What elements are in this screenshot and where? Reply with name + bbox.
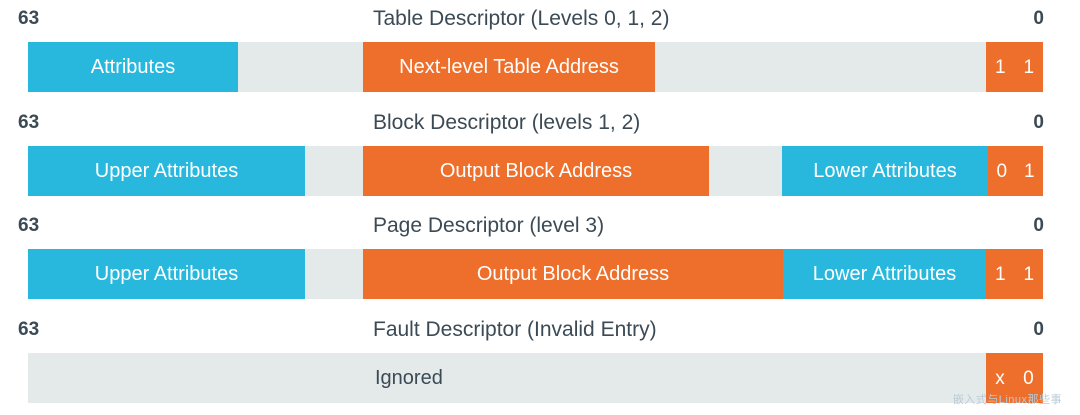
bit-values: 1 1: [986, 249, 1043, 299]
row-header: 63 Block Descriptor (levels 1, 2) 0: [0, 108, 1080, 138]
bitfield-track: Ignored x 0: [28, 353, 1043, 403]
field-label: Attributes: [90, 56, 176, 78]
bit-value: 1: [994, 263, 1006, 285]
field-label: Output Block Address: [476, 263, 670, 285]
bitfield-track: Upper Attributes Output Block Address Lo…: [28, 146, 1043, 196]
field-upper-attributes: Upper Attributes: [28, 146, 305, 196]
field-next-level-table-address: Next-level Table Address: [363, 42, 655, 92]
field-attributes: Attributes: [28, 42, 238, 92]
field-upper-attributes: Upper Attributes: [28, 249, 305, 299]
bit-index-high: 63: [18, 319, 40, 340]
bit-values: x 0: [986, 353, 1043, 403]
bit-value: 1: [1023, 160, 1035, 182]
bit-values: 1 1: [986, 42, 1043, 92]
field-label: Lower Attributes: [812, 263, 957, 285]
bit-values: 0 1: [988, 146, 1043, 196]
bit-value: 1: [1023, 263, 1035, 285]
bitfield-track: Upper Attributes Output Block Address Lo…: [28, 249, 1043, 299]
bit-index-high: 63: [18, 112, 40, 133]
field-lower-attributes: Lower Attributes: [782, 146, 988, 196]
bit-index-low: 0: [1033, 112, 1044, 133]
bit-value: x: [995, 367, 1005, 389]
bit-index-high: 63: [18, 215, 40, 236]
bit-value: 0: [1023, 367, 1034, 389]
bitfield-track: Attributes Next-level Table Address 1 1: [28, 42, 1043, 92]
bit-value: 1: [1023, 56, 1035, 78]
row-header: 63 Page Descriptor (level 3) 0: [0, 211, 1080, 241]
field-label: Upper Attributes: [94, 160, 239, 182]
field-label: Lower Attributes: [813, 160, 957, 182]
bit-index-high: 63: [18, 8, 40, 29]
bit-value: 0: [996, 160, 1008, 182]
row-title: Fault Descriptor (Invalid Entry): [373, 318, 657, 341]
bit-index-low: 0: [1033, 319, 1044, 340]
row-title: Block Descriptor (levels 1, 2): [373, 111, 641, 134]
field-ignored: Ignored: [375, 366, 443, 389]
field-label: Output Block Address: [439, 160, 633, 182]
row-title: Page Descriptor (level 3): [373, 214, 605, 237]
bit-index-low: 0: [1033, 215, 1044, 236]
field-lower-attributes: Lower Attributes: [783, 249, 986, 299]
row-title: Table Descriptor (Levels 0, 1, 2): [373, 7, 670, 30]
bit-index-low: 0: [1033, 8, 1044, 29]
field-output-block-address: Output Block Address: [363, 146, 709, 196]
field-label: Next-level Table Address: [399, 56, 619, 78]
field-output-block-address: Output Block Address: [363, 249, 783, 299]
row-header: 63 Table Descriptor (Levels 0, 1, 2) 0: [0, 4, 1080, 34]
bit-value: 1: [994, 56, 1006, 78]
row-header: 63 Fault Descriptor (Invalid Entry) 0: [0, 315, 1080, 345]
field-label: Upper Attributes: [94, 263, 239, 285]
